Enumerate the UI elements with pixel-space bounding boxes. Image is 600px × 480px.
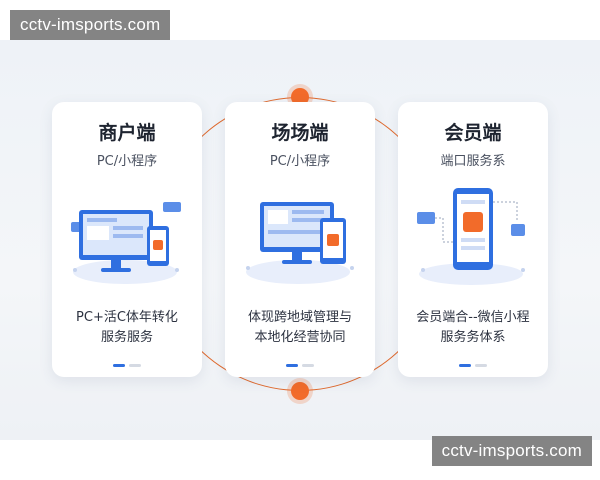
card-desc-line2: 服务服务	[100, 330, 153, 345]
diagram-stage: 商户端 PC/小程序 PC+活C体年转化 服务服务	[0, 40, 600, 440]
card-pager	[52, 355, 202, 374]
card-description: 体现跨地域管理与 本地化经营协同	[231, 308, 369, 348]
pager-dot	[475, 364, 487, 367]
card-desc-line1: PC+活C体年转化	[76, 310, 178, 325]
pager-dot	[302, 364, 314, 367]
card-title: 会员端	[444, 122, 502, 144]
card-subtitle: PC/小程序	[96, 154, 158, 169]
card-merchant[interactable]: 商户端 PC/小程序 PC+活C体年转化 服务服务	[52, 102, 202, 377]
card-pager	[398, 355, 548, 374]
card-desc-line2: 本地化经营协同	[254, 330, 346, 345]
desktop-and-phone-icon	[71, 202, 181, 284]
pager-dot-active	[113, 364, 125, 367]
watermark-top: cctv-imsports.com	[10, 10, 171, 40]
card-member[interactable]: 会员端 端口服务系 会员端合--微信小程 服务务体系	[398, 102, 548, 377]
card-title: 场场端	[271, 122, 329, 144]
card-venue[interactable]: 场场端 PC/小程序 体现跨地域管理与 本地化经营协同	[225, 102, 375, 377]
card-subtitle: 端口服务系	[440, 154, 506, 169]
watermark-bottom: cctv-imsports.com	[431, 436, 592, 466]
pager-dot-active	[286, 364, 298, 367]
orbit-dot-top	[291, 88, 309, 106]
card-desc-line2: 服务务体系	[440, 330, 506, 345]
card-desc-line1: 会员端合--微信小程	[416, 310, 530, 325]
card-title: 商户端	[98, 122, 156, 144]
mobile-phone-icon	[417, 188, 525, 285]
desktop-and-phone-icon	[246, 202, 354, 284]
card-description: PC+活C体年转化 服务服务	[58, 308, 196, 348]
card-description: 会员端合--微信小程 服务务体系	[404, 308, 542, 348]
card-subtitle: PC/小程序	[269, 154, 331, 169]
pager-dot	[129, 364, 141, 367]
orbit-dot-bottom	[291, 382, 309, 400]
card-pager	[225, 355, 375, 374]
card-desc-line1: 体现跨地域管理与	[247, 310, 352, 325]
pager-dot-active	[459, 364, 471, 367]
